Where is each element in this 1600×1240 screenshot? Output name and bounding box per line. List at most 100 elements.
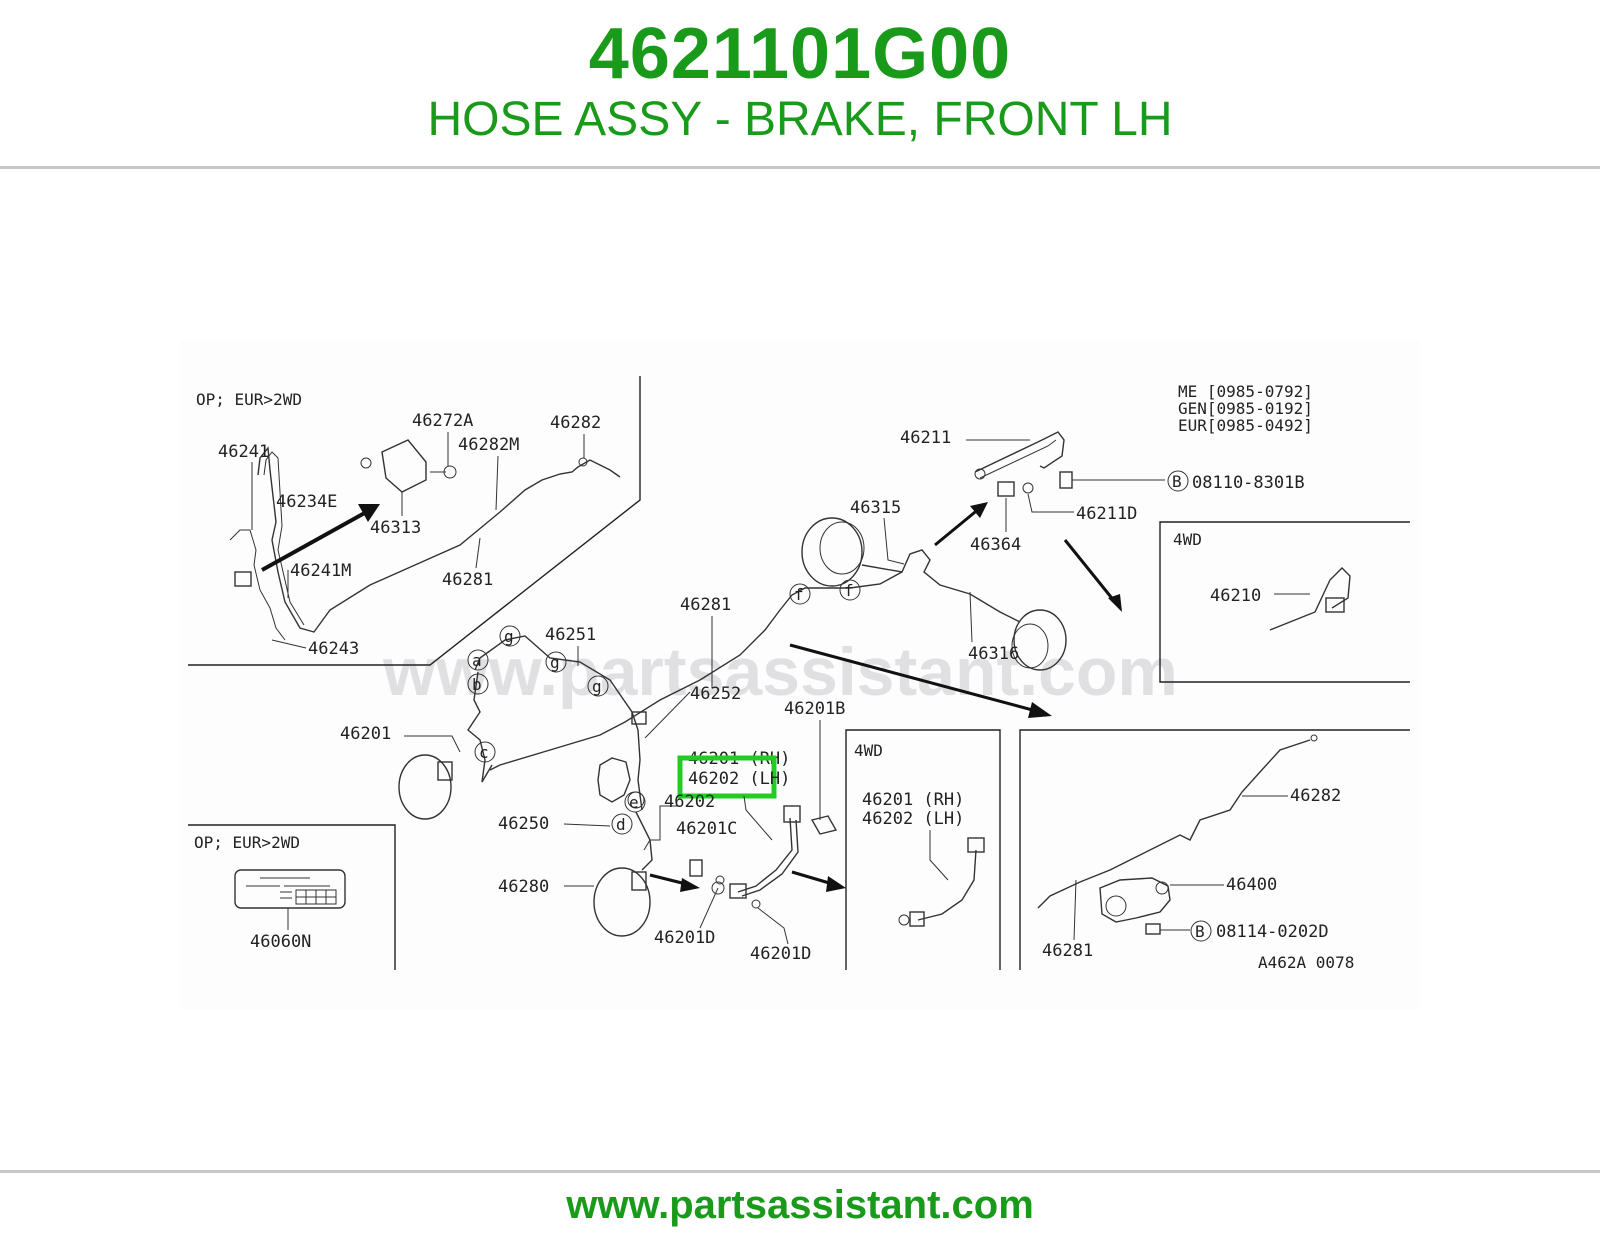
flare-nut-46211 <box>974 468 986 480</box>
callout-46251: 46251 <box>545 625 596 645</box>
arrowhead-4wd-center <box>826 876 846 892</box>
brake-hose-46202-lh-outline <box>741 819 799 897</box>
arrow-to-lower-right <box>789 643 1041 714</box>
serial-me: ME [0985-0792] <box>1178 382 1313 401</box>
callout-46211D: 46211D <box>1076 504 1137 524</box>
callout-46202-lh-4wd: 46202 (LH) <box>862 809 964 829</box>
pipe-46281-top-left <box>257 446 621 633</box>
joint-f-1-label: f <box>794 585 804 604</box>
leader-46202-mid <box>650 805 680 841</box>
bottom-left-section-border <box>188 824 396 970</box>
note-right-4wd: 4WD <box>1173 530 1202 549</box>
center-4wd-section-border <box>845 729 1001 970</box>
caliper-mount-left <box>437 761 453 781</box>
hose-end-fitting-bottom <box>729 883 747 899</box>
label-plate-46060N <box>234 869 346 909</box>
disc-rotor-center <box>593 867 651 937</box>
callout-46210: 46210 <box>1210 586 1261 606</box>
callout-46241M: 46241M <box>290 561 351 581</box>
leader-46201-left <box>404 735 461 753</box>
joint-g-3 <box>587 675 609 697</box>
callout-46250: 46250 <box>498 814 549 834</box>
leader-46315 <box>883 517 905 565</box>
direction-arrow-large <box>261 508 371 572</box>
pipe-46211 <box>974 431 1065 473</box>
highlight-46202-lh[interactable] <box>677 755 777 799</box>
hose-center <box>635 811 653 871</box>
arrowhead-large <box>358 504 380 522</box>
pipe-46210 <box>1269 567 1351 631</box>
bolt-mark-b-bottom-text: B <box>1195 922 1205 941</box>
pipe-46281-main <box>489 571 903 771</box>
label-plate-grid-lines <box>296 890 336 904</box>
brake-booster-46315 <box>801 517 863 587</box>
leader-46201D-b <box>757 907 789 945</box>
joint-g-3-label: g <box>592 677 602 696</box>
arrowhead-lower-right <box>1028 702 1052 718</box>
serial-gen: GEN[0985-0192] <box>1178 399 1313 418</box>
leader-4wd-hose <box>929 830 949 881</box>
joint-f-2 <box>839 579 861 601</box>
callout-46201D-b: 46201D <box>750 944 811 964</box>
joint-b <box>467 673 489 695</box>
callout-46202-mid: 46202 <box>664 792 715 812</box>
bolt-mark-b-top <box>1167 470 1189 492</box>
joint-c-label: c <box>479 743 489 762</box>
leader-46316 <box>969 591 973 643</box>
callout-46272A: 46272A <box>412 411 473 431</box>
leader-46282M <box>495 455 499 511</box>
joint-a <box>467 649 489 671</box>
brake-hose-46202-lh <box>737 817 793 893</box>
leader-46252 <box>644 691 691 739</box>
header-divider <box>0 166 1600 169</box>
brake-booster-face <box>819 521 865 575</box>
callout-46364: 46364 <box>970 535 1021 555</box>
pipe-46282-bottom-right <box>1037 739 1311 909</box>
leader-highlight-46202 <box>743 795 773 841</box>
joint-d-label: d <box>616 815 626 834</box>
part-description: HOSE ASSY - BRAKE, FRONT LH <box>427 93 1173 146</box>
pipe-46316 <box>861 549 1021 623</box>
footer-website-link[interactable]: www.partsassistant.com <box>566 1183 1034 1227</box>
joint-d <box>611 813 633 835</box>
callout-46280: 46280 <box>498 877 549 897</box>
callout-46211: 46211 <box>900 428 951 448</box>
callout-46234E: 46234E <box>276 492 337 512</box>
parts-diagram-svg: www.partsassistant.com OP; EUR>2WD OP; E… <box>188 376 1410 972</box>
disc-rotor-left <box>398 754 452 820</box>
callout-08114-0202D: 08114-0202D <box>1216 922 1329 942</box>
valve-46400 <box>1099 877 1171 923</box>
callout-46241: 46241 <box>218 442 269 462</box>
arrow-to-46211 <box>934 506 981 547</box>
clip-46282 <box>578 457 588 467</box>
leader-46281-bottom-right <box>1073 879 1077 941</box>
pipe-46211-inner <box>979 439 1057 479</box>
serial-eur: EUR[0985-0492] <box>1178 416 1313 435</box>
bracket-46364 <box>997 481 1015 497</box>
valve-block-46313 <box>381 439 427 493</box>
callout-46316: 46316 <box>968 644 1019 664</box>
bolt-mark-b-top-text: B <box>1172 472 1182 491</box>
fitting-46210 <box>1325 597 1345 613</box>
joint-f-2-label: f <box>844 581 854 600</box>
bottom-right-section-border <box>1019 729 1410 970</box>
leader-46250 <box>563 823 611 827</box>
drawing-code: A462A 0078 <box>1258 953 1354 972</box>
arrowhead-46211 <box>970 502 988 518</box>
callout-46400: 46400 <box>1226 875 1277 895</box>
page-header: 4621101G00 HOSE ASSY - BRAKE, FRONT LH <box>0 0 1600 168</box>
washer-46201D-a <box>715 875 725 885</box>
note-center-4wd: 4WD <box>854 741 883 760</box>
callout-46252: 46252 <box>690 684 741 704</box>
footer-divider <box>0 1170 1600 1173</box>
callout-46281-top-left: 46281 <box>442 570 493 590</box>
junction-fitting <box>234 571 252 587</box>
washer-46211D <box>1022 482 1034 494</box>
callout-46201-rh-4wd: 46201 (RH) <box>862 790 964 810</box>
arrow-to-4wd-right <box>1063 539 1117 603</box>
nut-46234E <box>360 457 372 469</box>
part-number-title: 4621101G00 <box>588 14 1012 94</box>
leader-46243 <box>271 639 307 649</box>
leader-46211D <box>1027 493 1074 513</box>
callout-46202-lh-mid: 46202 (LH) <box>688 769 790 789</box>
